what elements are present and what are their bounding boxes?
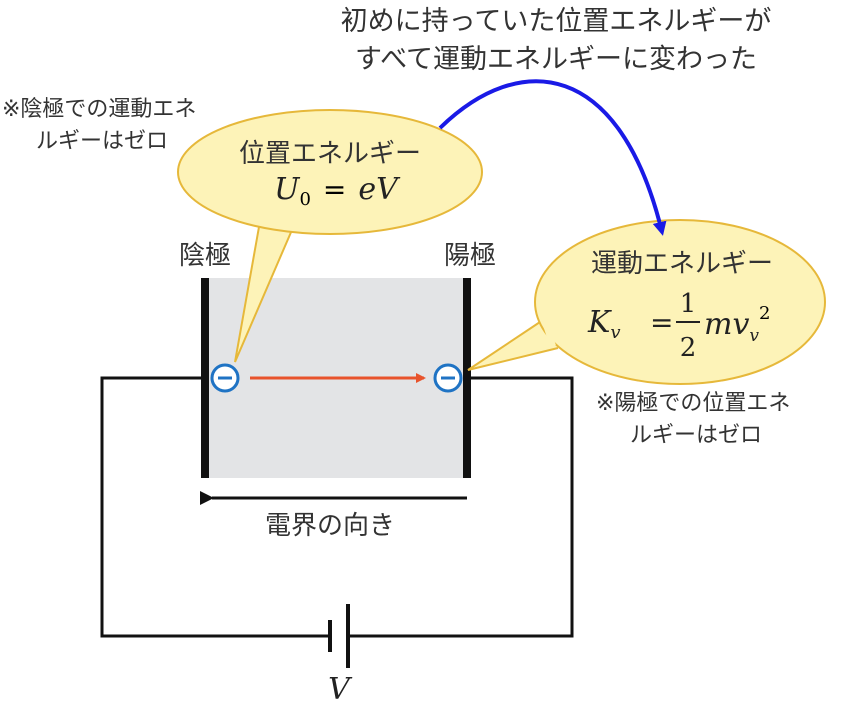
svg-text:=: =	[650, 306, 673, 339]
cathode-note-line2: ルギーはゼロ	[36, 129, 168, 154]
potential-formula: U0=eV	[274, 172, 401, 210]
kinetic-energy-bubble	[534, 219, 826, 385]
svg-text:Kv: Kv	[587, 305, 621, 343]
battery-label: V	[328, 672, 353, 706]
electron-minus-icon	[433, 363, 463, 393]
kinetic-bubble-title: 運動エネルギー	[591, 249, 773, 279]
anode-label: 陽極	[444, 241, 496, 271]
svg-text:2: 2	[680, 333, 697, 363]
svg-text:1: 1	[680, 289, 697, 319]
circuit-wire-left	[100, 376, 330, 638]
cathode-label: 陰極	[179, 241, 231, 271]
potential-energy-bubble	[177, 109, 483, 235]
anode-note-line2: ルギーはゼロ	[630, 423, 762, 448]
top-caption-line2: すべて運動エネルギーに変わった	[355, 44, 757, 75]
electron-minus-icon	[210, 363, 240, 393]
potential-bubble-tail	[234, 209, 299, 363]
kinetic-formula: Kv = 1 2 mvv2	[587, 289, 770, 363]
svg-text:mvv2: mvv2	[704, 303, 770, 346]
field-label: 電界の向き	[265, 511, 395, 541]
top-caption-line1: 初めに持っていた位置エネルギーが	[341, 6, 772, 37]
energy-transfer-arrow	[438, 79, 667, 236]
cathode-note-line1: ※陰極での運動エネ	[2, 97, 196, 122]
anode-note-line1: ※陽極での位置エネ	[596, 391, 790, 416]
potential-bubble-title: 位置エネルギー	[239, 139, 421, 169]
kinetic-bubble-tail	[467, 321, 559, 371]
circuit-wire-right	[348, 376, 574, 638]
